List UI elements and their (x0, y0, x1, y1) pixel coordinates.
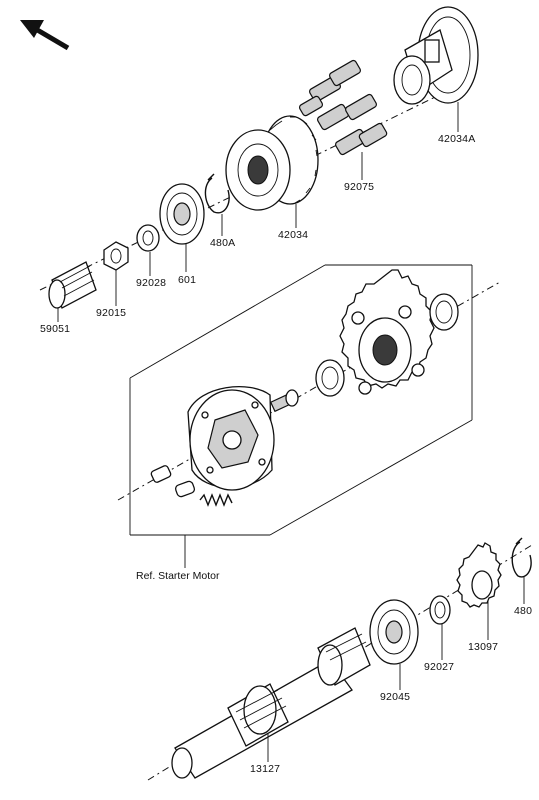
part-label-480: 480 (514, 605, 533, 617)
part-42034[interactable] (225, 115, 319, 211)
part-480[interactable] (511, 537, 532, 578)
part-label-92075: 92075 (344, 181, 375, 193)
part-92045[interactable] (369, 599, 419, 665)
part-washer-right[interactable] (429, 293, 459, 331)
part-13127[interactable] (171, 627, 371, 779)
part-label-480a: 480A (210, 237, 236, 249)
part-starter-sprocket[interactable] (339, 269, 435, 395)
part-label-92015: 92015 (96, 307, 127, 319)
starter-clutch-group-outline (117, 264, 501, 536)
part-92075[interactable] (298, 59, 388, 156)
part-label-13127: 13127 (250, 763, 281, 775)
part-clutch-plunger[interactable] (174, 480, 196, 498)
part-one-way-clutch[interactable] (187, 386, 275, 491)
part-label-42034a: 42034A (438, 133, 476, 145)
part-label-92027: 92027 (424, 661, 455, 673)
part-92028[interactable] (136, 224, 160, 252)
part-92015[interactable] (103, 241, 129, 271)
part-clutch-spring[interactable] (199, 493, 233, 507)
part-480a[interactable] (204, 173, 230, 214)
part-601[interactable] (159, 183, 205, 245)
part-clutch-bolt[interactable] (269, 389, 299, 413)
part-clutch-roller-pin[interactable] (150, 465, 172, 483)
part-label-92028: 92028 (136, 277, 167, 289)
part-label-601: 601 (178, 274, 197, 286)
part-label-59051: 59051 (40, 323, 71, 335)
part-92027[interactable] (429, 595, 451, 625)
part-13097[interactable] (456, 542, 502, 608)
part-59051[interactable] (48, 261, 97, 309)
part-washer-center[interactable] (315, 359, 345, 397)
part-label-92045: 92045 (380, 691, 411, 703)
part-42034a[interactable] (393, 6, 479, 105)
front-direction-arrow-icon (20, 20, 70, 51)
part-label-42034: 42034 (278, 229, 309, 241)
part-label-13097: 13097 (468, 641, 499, 653)
reference-label: Ref. Starter Motor (136, 570, 220, 582)
leader-lines (57, 102, 525, 762)
